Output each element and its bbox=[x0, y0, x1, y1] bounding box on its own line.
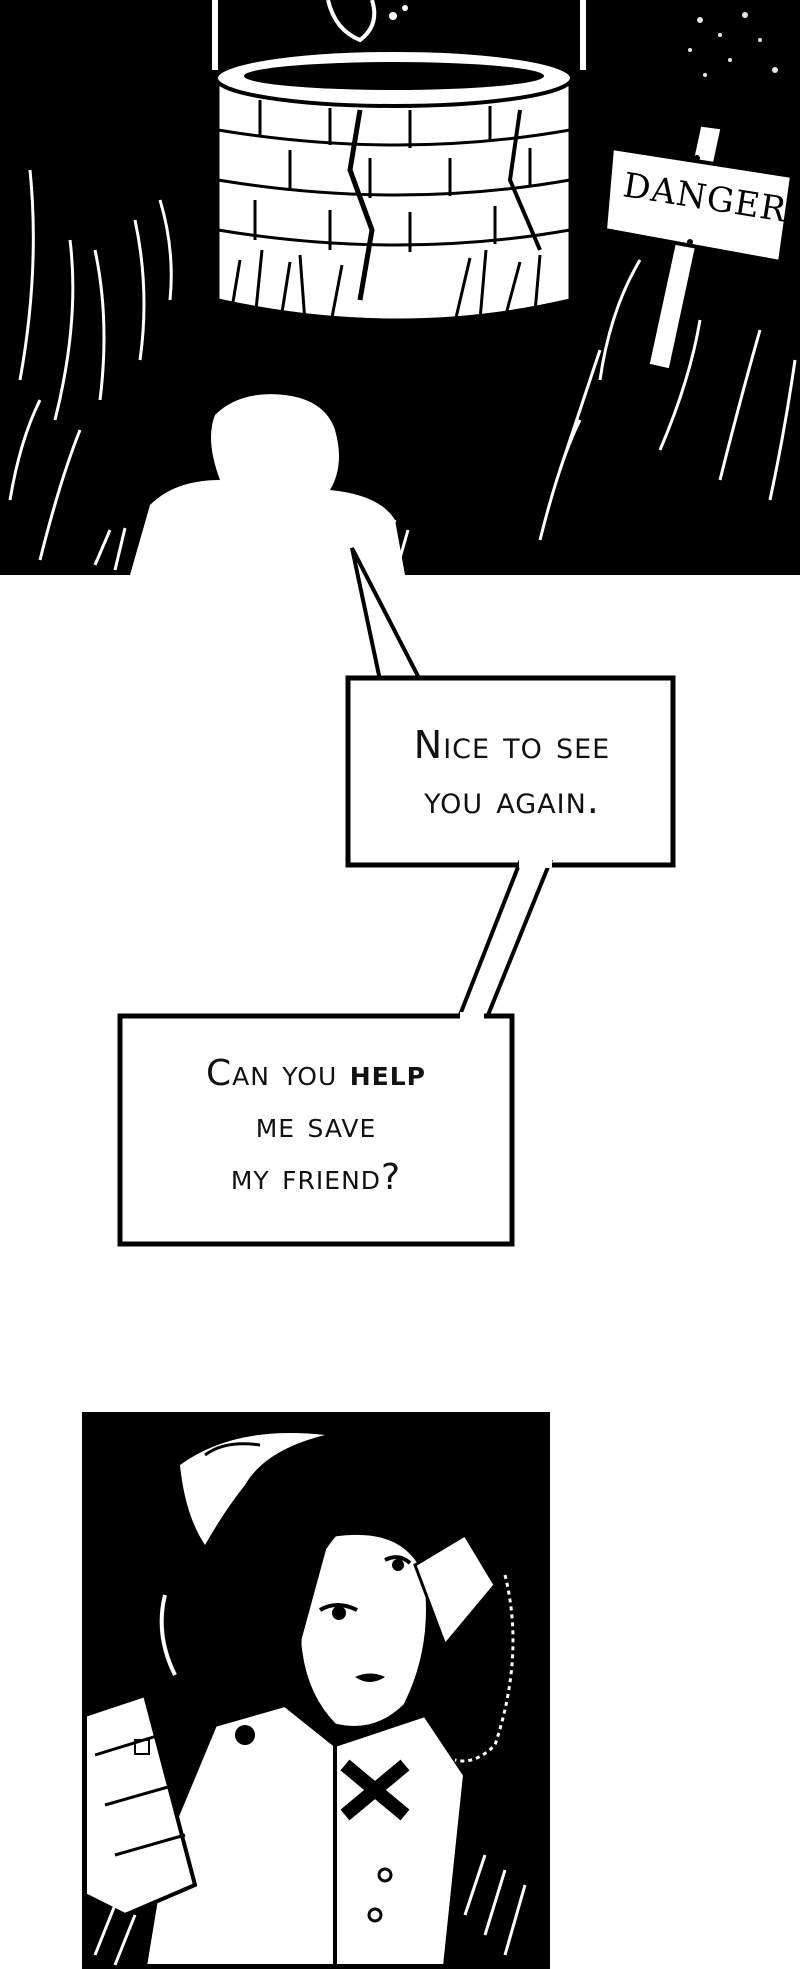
bottom-grass bbox=[93, 1854, 527, 1966]
eyes bbox=[318, 1555, 412, 1620]
cross-tie bbox=[340, 1759, 410, 1821]
well-post-right bbox=[580, 0, 586, 70]
tall-grass bbox=[8, 169, 797, 561]
foliage bbox=[688, 12, 778, 77]
chain bbox=[454, 1574, 515, 1763]
bubble2-line1-prefix: Can you bbox=[206, 1053, 350, 1094]
danger-sign bbox=[602, 123, 795, 372]
top-panel: DANGER bbox=[0, 0, 800, 575]
bubble-connector bbox=[455, 860, 553, 1022]
well-grass bbox=[228, 249, 542, 329]
well bbox=[214, 48, 574, 322]
character-portrait-illustration bbox=[85, 1415, 547, 1966]
bottom-panel bbox=[82, 1412, 550, 1969]
character-silhouette bbox=[130, 394, 405, 575]
bubble2-line3: my friend? bbox=[230, 1157, 402, 1199]
hair-highlight bbox=[180, 1433, 325, 1545]
crate bbox=[85, 1692, 198, 1918]
bucket-rope bbox=[326, 0, 377, 43]
silhouette-grass bbox=[93, 519, 410, 571]
bubble2-line1: Can you help bbox=[124, 1048, 508, 1100]
well-post-left bbox=[212, 0, 218, 70]
bubble1-line2: you again. bbox=[424, 778, 600, 823]
jacket bbox=[142, 1532, 500, 1966]
bubble2-line1-bold: help bbox=[349, 1053, 426, 1094]
bubble2-text: Can you help me save my friend? bbox=[124, 1048, 508, 1205]
bubble2-line2: me save bbox=[255, 1105, 377, 1147]
well-scene-illustration bbox=[0, 0, 800, 575]
bubble1-text: Nice to see you again. bbox=[352, 718, 672, 828]
bubble1-line1: Nice to see bbox=[413, 723, 611, 767]
lips bbox=[355, 1673, 385, 1682]
